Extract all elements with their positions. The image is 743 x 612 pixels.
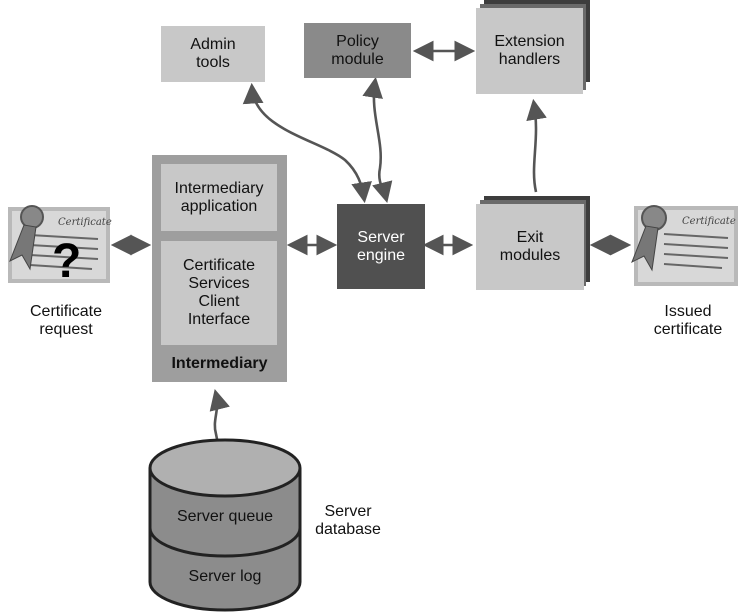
exit-modules-label: Exit modules — [499, 229, 561, 264]
issued-certificate-icon: Certificate — [631, 205, 738, 286]
exit-modules-box: Exit modules — [476, 204, 584, 290]
server-queue-label: Server queue — [176, 508, 274, 525]
intermediary-application-label: Intermediary application — [174, 179, 264, 215]
link-exit-extension — [526, 98, 547, 193]
intermediary-application-box: Intermediary application — [161, 164, 277, 231]
certificate-request-script: Certificate — [58, 217, 112, 228]
policy-module-label: Policy module — [331, 32, 384, 68]
certificate-request-icon: Certificate ? — [8, 205, 112, 288]
issued-certificate-label: Issued certificate — [653, 303, 723, 338]
server-log-label: Server log — [188, 568, 262, 585]
admin-tools-box: Admin tools — [161, 26, 265, 82]
question-mark-icon: ? — [52, 235, 81, 288]
issued-certificate-script: Certificate — [682, 216, 736, 227]
policy-module-box: Policy module — [304, 23, 411, 78]
server-engine-label: Server engine — [356, 228, 406, 264]
intermediary-label: Intermediary — [171, 355, 268, 372]
certificate-request-label: Certificate request — [29, 303, 103, 338]
extension-handlers-label: Extension handlers — [494, 33, 565, 68]
extension-handlers-box: Extension handlers — [476, 8, 583, 94]
client-interface-label: Certificate Services Client Interface — [182, 257, 256, 328]
admin-tools-label: Admin tools — [190, 36, 236, 71]
server-engine-box: Server engine — [337, 204, 425, 289]
server-database-cylinder — [148, 438, 302, 612]
client-interface-box: Certificate Services Client Interface — [161, 241, 277, 345]
link-admin-engine — [242, 82, 372, 204]
link-policy-engine — [362, 76, 393, 204]
server-database-label: Server database — [315, 503, 381, 538]
